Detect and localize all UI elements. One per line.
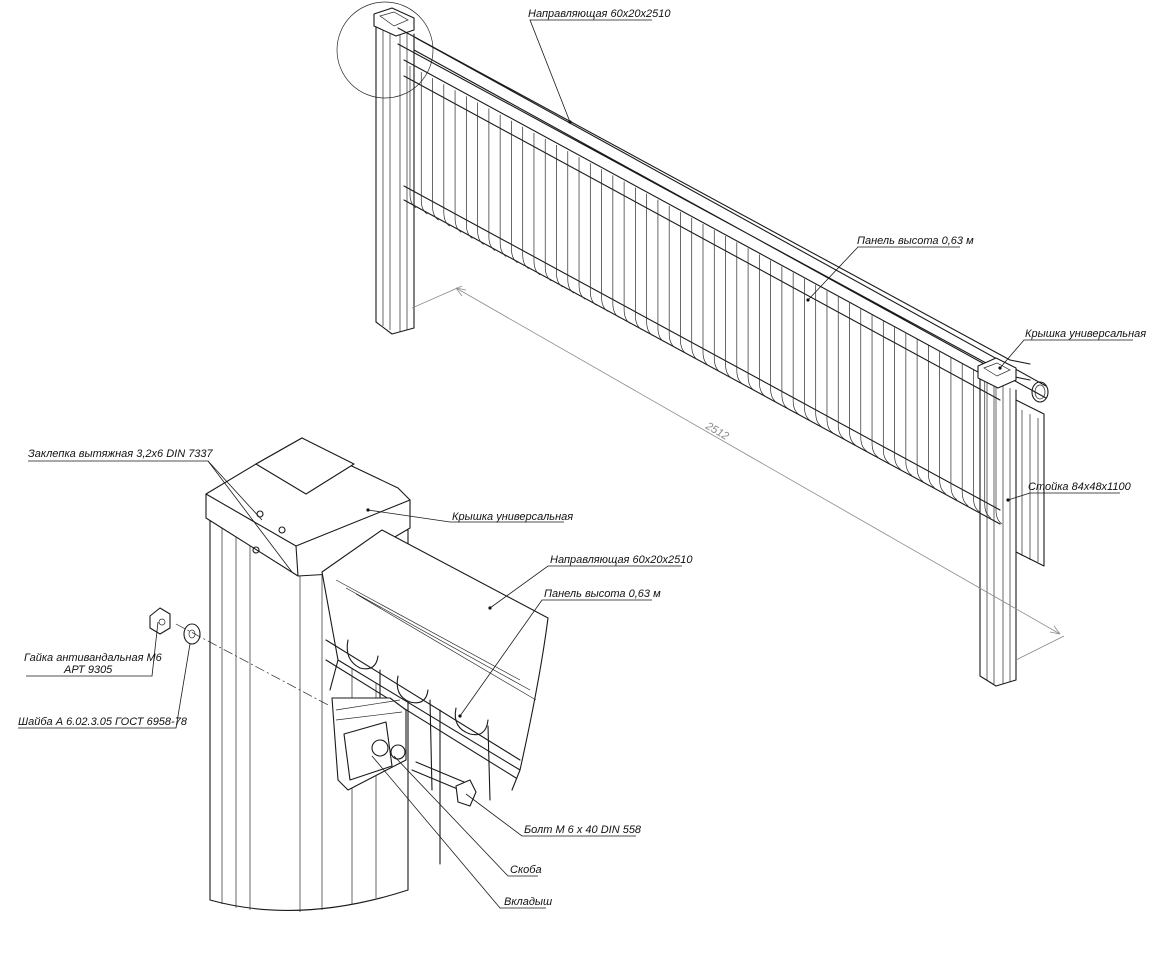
mesh-wire: [499, 114, 507, 257]
mesh-wire: [465, 96, 473, 239]
mesh-wire: [758, 254, 766, 397]
mesh-wire: [804, 278, 811, 421]
detail-bracket: [331, 697, 407, 791]
detail-circle: [336, 1, 434, 99]
label-top-rail: Направляющая 60х20х2510: [528, 8, 671, 20]
top-rail: [397, 27, 1049, 403]
mesh-wire: [612, 175, 620, 318]
mesh-wire: [623, 181, 631, 324]
left-post: [373, 7, 415, 335]
mesh-wire: [601, 169, 608, 312]
label-nut-line1: Гайка антивандальная М6: [24, 652, 163, 664]
mesh-wire: [443, 84, 451, 227]
mesh-wire: [533, 132, 541, 276]
mesh-wire: [544, 138, 552, 282]
label-washer: Шайба А 6.02.3.05 ГОСТ 6958-78: [18, 716, 188, 728]
mesh-wire: [713, 230, 721, 373]
fence-section-overview: 2512 Направляющая 60х20х2510 Панель высо…: [336, 1, 1146, 687]
label-top-panel: Панель высота 0,63 м: [857, 235, 974, 247]
label-rivet: Заклепка вытяжная 3,2х6 DIN 7337: [28, 448, 214, 460]
mesh-wire: [973, 369, 980, 513]
mesh-wire: [657, 199, 665, 342]
mesh-wire: [815, 284, 822, 428]
mesh-wire: [916, 339, 924, 482]
detail-cap: [205, 437, 411, 577]
mesh-wire: [589, 163, 597, 306]
mesh-wire: [432, 78, 439, 221]
mesh-wire: [511, 120, 518, 263]
mesh-wire: [770, 260, 777, 403]
post-cap-detail: Заклепка вытяжная 3,2х6 DIN 7337 Крышка …: [18, 437, 693, 912]
mesh-wire: [680, 211, 687, 355]
mesh-wire: [747, 248, 755, 391]
mesh-wire: [849, 303, 856, 446]
mesh-wire: [928, 345, 935, 488]
detail-washer: [183, 623, 201, 645]
mesh-wire: [567, 151, 574, 294]
mesh-wire: [837, 296, 845, 440]
dimension-value: 2512: [703, 420, 731, 443]
mesh-wire: [522, 126, 529, 270]
mesh-wire: [691, 217, 698, 361]
mesh-wire: [420, 72, 428, 215]
detail-rail: [321, 529, 549, 791]
mesh-wire: [950, 357, 958, 500]
label-insert: Вкладыш: [504, 896, 552, 908]
mesh-wire: [792, 272, 800, 415]
label-nut-line2: АРТ 9305: [63, 664, 113, 676]
mesh-wire: [646, 193, 653, 336]
mesh-wire: [578, 157, 586, 300]
label-post: Стойка 84х48х1100: [1028, 481, 1132, 493]
mesh-wire: [905, 333, 913, 476]
mesh-wire: [702, 224, 710, 367]
mesh-wire: [894, 327, 901, 470]
mesh-wire: [635, 187, 642, 330]
mesh-wire: [882, 321, 890, 464]
label-bracket: Скоба: [510, 864, 542, 876]
mesh-wire: [477, 102, 484, 245]
mesh-wire: [454, 90, 462, 233]
mesh-wire: [995, 382, 1003, 525]
detail-nut: [149, 607, 171, 635]
mesh-wire: [871, 315, 879, 458]
label-bolt: Болт М 6 х 40 DIN 558: [524, 824, 642, 836]
mesh-wire: [488, 108, 496, 251]
label-det-panel: Панель высота 0,63 м: [544, 588, 661, 600]
label-det-rail: Направляющая 60х20х2510: [550, 554, 693, 566]
right-post: [977, 357, 1045, 687]
label-det-cap: Крышка универсальная: [452, 511, 573, 523]
mesh-wire: [939, 351, 946, 494]
mesh-panel: [403, 59, 1003, 525]
mesh-wire: [556, 145, 563, 288]
detail-bolt: [411, 761, 477, 807]
mesh-wire: [725, 236, 732, 379]
mesh-wire: [984, 375, 991, 519]
mesh-wire: [961, 363, 969, 507]
mesh-wire: [826, 290, 834, 434]
mesh-wire: [736, 242, 744, 385]
label-top-cap: Крышка универсальная: [1025, 328, 1146, 340]
mesh-wire: [668, 205, 676, 349]
mesh-wire: [409, 66, 417, 209]
mesh-wire: [781, 266, 789, 409]
overview-callouts: Направляющая 60х20х2510 Панель высота 0,…: [528, 8, 1146, 502]
detail-callouts: Заклепка вытяжная 3,2х6 DIN 7337 Крышка …: [18, 448, 693, 909]
mesh-wire: [860, 309, 867, 452]
